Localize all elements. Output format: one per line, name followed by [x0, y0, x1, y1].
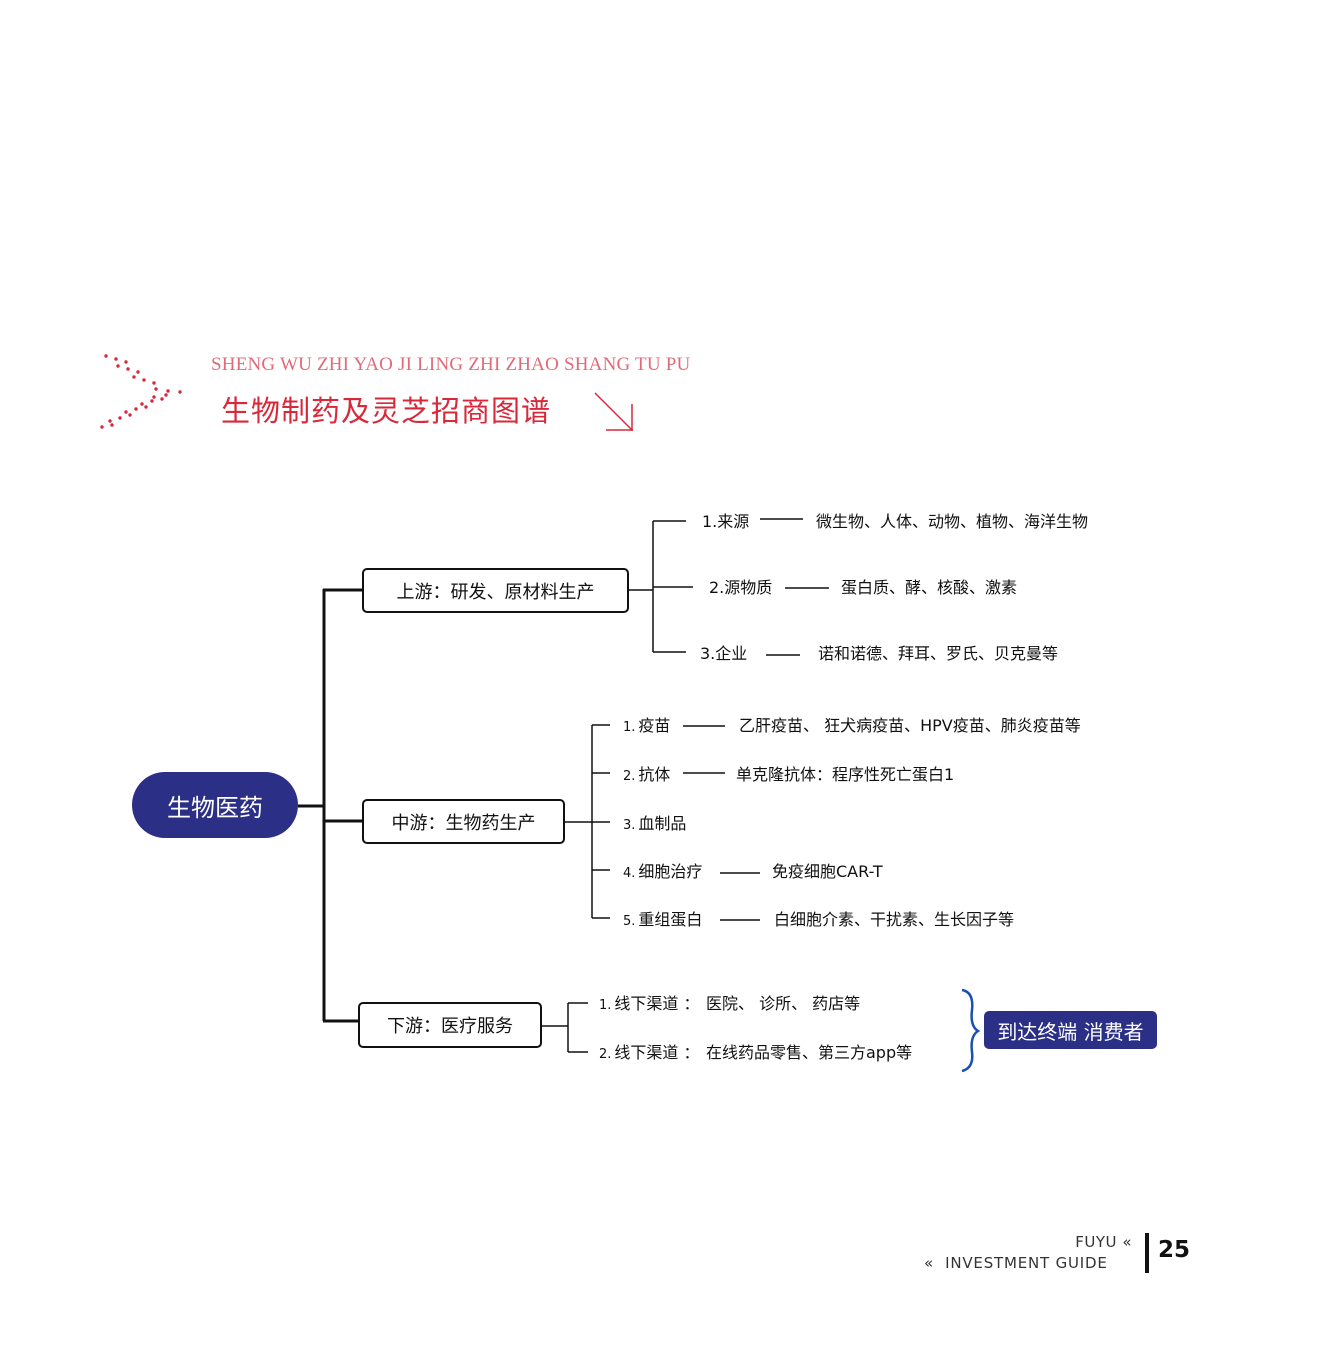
midstream-item: 4.细胞治疗 [623, 862, 702, 884]
footer-brand: FUYU « [1075, 1233, 1132, 1251]
item-key: 重组蛋白 [638, 910, 703, 929]
upstream-item-value: 诺和诺德、拜耳、罗氏、贝克曼等 [818, 644, 1059, 663]
footer-brand-text: FUYU [1075, 1233, 1118, 1251]
consumer-badge: 到达终端 消费者 [984, 1011, 1157, 1049]
item-key: 线下渠道 ： [614, 1043, 700, 1062]
page-subtitle-pinyin: SHENG WU ZHI YAO JI LING ZHI ZHAO SHANG … [211, 354, 691, 375]
downstream-item: 1.线下渠道 ： [599, 994, 700, 1016]
item-key: 疫苗 [638, 716, 671, 735]
double-chevron-left-icon: « [924, 1254, 934, 1272]
upstream-item-value: 蛋白质、酵、核酸、激素 [841, 578, 1018, 597]
upstream-node: 上游：研发、原材料生产 [362, 568, 629, 613]
page-number: 25 [1158, 1237, 1191, 1263]
double-chevron-left-icon: « [1122, 1233, 1132, 1251]
item-number: 1. [599, 998, 612, 1013]
page-title: 生物制药及灵芝招商图谱 [221, 394, 552, 428]
arrow-down-right-icon [594, 392, 633, 431]
dotted-chevron-icon [100, 354, 182, 429]
item-number: 2. [623, 769, 636, 784]
item-key: 血制品 [638, 814, 687, 833]
item-number: 5. [623, 914, 636, 929]
midstream-item-value: 免疫细胞CAR-T [772, 862, 883, 881]
upstream-item-key: 1.来源 [702, 512, 750, 531]
footer-guide-text: INVESTMENT GUIDE [945, 1254, 1108, 1272]
midstream-item-value: 乙肝疫苗、 狂犬病疫苗、HPV疫苗、肺炎疫苗等 [739, 716, 1081, 735]
item-number: 1. [623, 720, 636, 735]
root-node: 生物医药 [132, 772, 298, 838]
upstream-item-key: 2.源物质 [709, 578, 773, 597]
item-key: 抗体 [638, 765, 671, 784]
downstream-node: 下游：医疗服务 [358, 1002, 542, 1048]
downstream-item: 2.线下渠道 ： [599, 1043, 700, 1065]
upstream-item-value: 微生物、人体、动物、植物、海洋生物 [816, 512, 1089, 531]
midstream-item: 5.重组蛋白 [623, 910, 702, 932]
downstream-item-value: 医院、 诊所、 药店等 [706, 994, 861, 1013]
midstream-item: 1.疫苗 [623, 716, 670, 738]
item-key: 线下渠道 ： [614, 994, 700, 1013]
midstream-node: 中游：生物药生产 [362, 799, 565, 844]
midstream-item: 3.血制品 [623, 814, 686, 836]
item-key: 细胞治疗 [638, 862, 703, 881]
item-number: 4. [623, 866, 636, 881]
midstream-item-value: 白细胞介素、干扰素、生长因子等 [774, 910, 1015, 929]
footer-guide: « INVESTMENT GUIDE [924, 1254, 1108, 1272]
upstream-item-key: 3.企业 [700, 644, 748, 663]
page-number-divider [1145, 1233, 1149, 1273]
item-number: 2. [599, 1047, 612, 1062]
curly-brace-icon [961, 988, 981, 1073]
midstream-item-value: 单克隆抗体：程序性死亡蛋白1 [736, 765, 955, 784]
midstream-item: 2.抗体 [623, 765, 670, 787]
item-number: 3. [623, 818, 636, 833]
downstream-item-value: 在线药品零售、第三方app等 [706, 1043, 913, 1062]
